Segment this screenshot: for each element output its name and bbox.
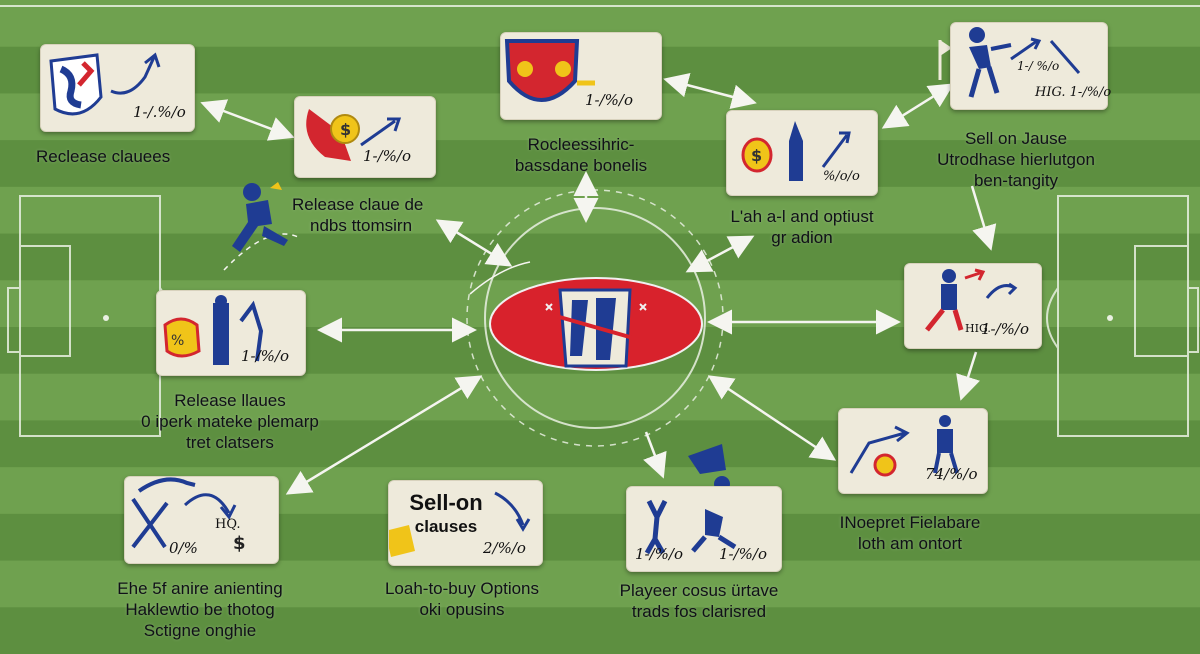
label-line: tret clatsers [186, 433, 274, 452]
label-line: Sell on Jause [964, 129, 1068, 148]
label-line: ben-tangity [973, 171, 1059, 190]
label-line: trads fos clarisred [631, 602, 767, 621]
coin-icon [389, 491, 531, 557]
card-text: 1-/%/o [241, 347, 290, 365]
node-label-anti-trading: Ehe 5f anire anienting Haklewtio be thot… [90, 578, 310, 641]
left-goal [7, 287, 21, 353]
node-label-loan-option: L'ah a-l and optiust gr adion [712, 206, 892, 248]
svg-text:$: $ [751, 146, 762, 165]
card-text: 1-/%/o [635, 545, 684, 563]
label-line: L'ah a-l and optiust [730, 207, 874, 226]
label-line: Sctigne onghie [143, 621, 257, 640]
label-line: Reclease clauees [36, 147, 171, 166]
pitch-stripe [0, 140, 1200, 188]
label-line: Release llaues [174, 391, 286, 410]
node-card-anti-trading[interactable]: $ 0/% HQ. [124, 476, 279, 564]
node-card-release-top-left[interactable]: 1-/.%/o [40, 44, 195, 132]
node-label-incentive: INoepret Fielabare loth am ontort [800, 512, 1020, 554]
label-line: Utrodhase hierlutgon [937, 150, 1095, 169]
card-text: 1-/%/o [981, 320, 1030, 338]
card-text: 0/% [169, 539, 198, 557]
svg-text:$: $ [340, 120, 351, 139]
striker-icon [968, 27, 1081, 98]
card-text: 2/%/o [483, 539, 526, 557]
label-line: oki opusins [419, 600, 505, 619]
node-card-sell-on-bottom[interactable]: Sell-on clauses 2/%/o [388, 480, 543, 566]
central-club-emblem-icon [489, 277, 703, 371]
node-card-sell-on-top-right[interactable]: HIG. 1-/%/o 1-/ %/o [950, 22, 1112, 110]
label-line: Rocleessihric- [527, 135, 635, 154]
card-text: 1-/%/o [585, 91, 634, 109]
node-card-incentive[interactable]: 74/%/o [838, 408, 988, 494]
card-text: HIG. 1-/%/o [1035, 85, 1112, 100]
label-line: bassdane bonelis [514, 156, 648, 175]
crest-icon [49, 52, 161, 116]
label-line: Haklewtio be thotog [125, 600, 275, 619]
node-card-player-cost[interactable]: 1-/%/o 1-/%/o [626, 486, 782, 572]
rocket-icon: $ [741, 121, 851, 181]
label-line: gr adion [771, 228, 833, 247]
connector-arrows [200, 72, 997, 495]
card-text: 74/%/o [925, 465, 978, 483]
node-card-top-center[interactable]: 1-/%/o [500, 32, 662, 120]
pitch-stripe [0, 607, 1200, 654]
label-line: 0 iperk mateke plemarp [141, 412, 319, 431]
running-player-icon [232, 182, 288, 252]
player-shirt-icon: % [163, 295, 264, 365]
node-card-loan-option[interactable]: $ %/o/o [726, 110, 878, 196]
tactics-arrow-icon: $ [131, 477, 246, 554]
node-card-release-mid-left[interactable]: $ 1-/%/o [294, 96, 436, 178]
shield-icon [504, 39, 595, 102]
runner-icon [925, 268, 1018, 332]
label-line: Ehe 5f anire anienting [117, 579, 283, 598]
card-title-line: clauses [414, 517, 478, 536]
label-line: Loah-to-buy Options [384, 579, 540, 598]
pitch-flag-icon [938, 40, 952, 80]
right-goal [1187, 287, 1199, 353]
label-line: INoepret Fielabare [839, 513, 981, 532]
card-title-line: Sell-on [409, 490, 483, 515]
card-text: HQ. [215, 517, 241, 532]
label-line: ndbs ttomsirn [310, 216, 413, 235]
node-label-sell-on-bottom: Loah-to-buy Options oki opusins [362, 578, 562, 620]
card-text: 1-/.%/o [133, 103, 186, 121]
svg-text:$: $ [233, 533, 246, 554]
node-label-sell-on-top-right: Sell on Jause Utrodhase hierlutgon ben-t… [926, 128, 1106, 191]
right-arc [1046, 287, 1059, 349]
node-label-release-left: Release llaues 0 iperk mateke plemarp tr… [120, 390, 340, 453]
card-text: 1-/%/o [719, 545, 768, 563]
money-bag-icon: $ [306, 109, 402, 161]
celebrating-player-icon [644, 499, 737, 555]
node-label-release-mid-left: Release claue de ndbs ttomsirn [292, 194, 423, 236]
node-label-release-top-left: Reclease clauees [36, 146, 170, 167]
label-line: loth am ontort [858, 534, 962, 553]
card-text: HIG. [965, 322, 991, 335]
card-text: 1-/%/o [363, 147, 412, 165]
card-text: 1-/ %/o [1017, 59, 1060, 73]
pitch-stripe [0, 186, 1200, 235]
pitch-stripe [0, 373, 1200, 422]
pitch-stripe [0, 560, 1200, 609]
card-text: %/o/o [823, 169, 860, 184]
winger-icon [849, 415, 959, 477]
node-label-player-cost: Playeer cosus ürtave trads fos clarisred [594, 580, 804, 622]
node-label-top-center: Rocleessihric- bassdane bonelis [486, 134, 676, 176]
label-line: Release claue de [292, 195, 424, 214]
label-line: Playeer cosus ürtave [619, 581, 779, 600]
node-card-release-left[interactable]: % 1-/%/o [156, 290, 306, 376]
svg-text:%: % [171, 333, 184, 349]
node-card-right-mid[interactable]: 1-/%/o HIG. [904, 263, 1042, 349]
